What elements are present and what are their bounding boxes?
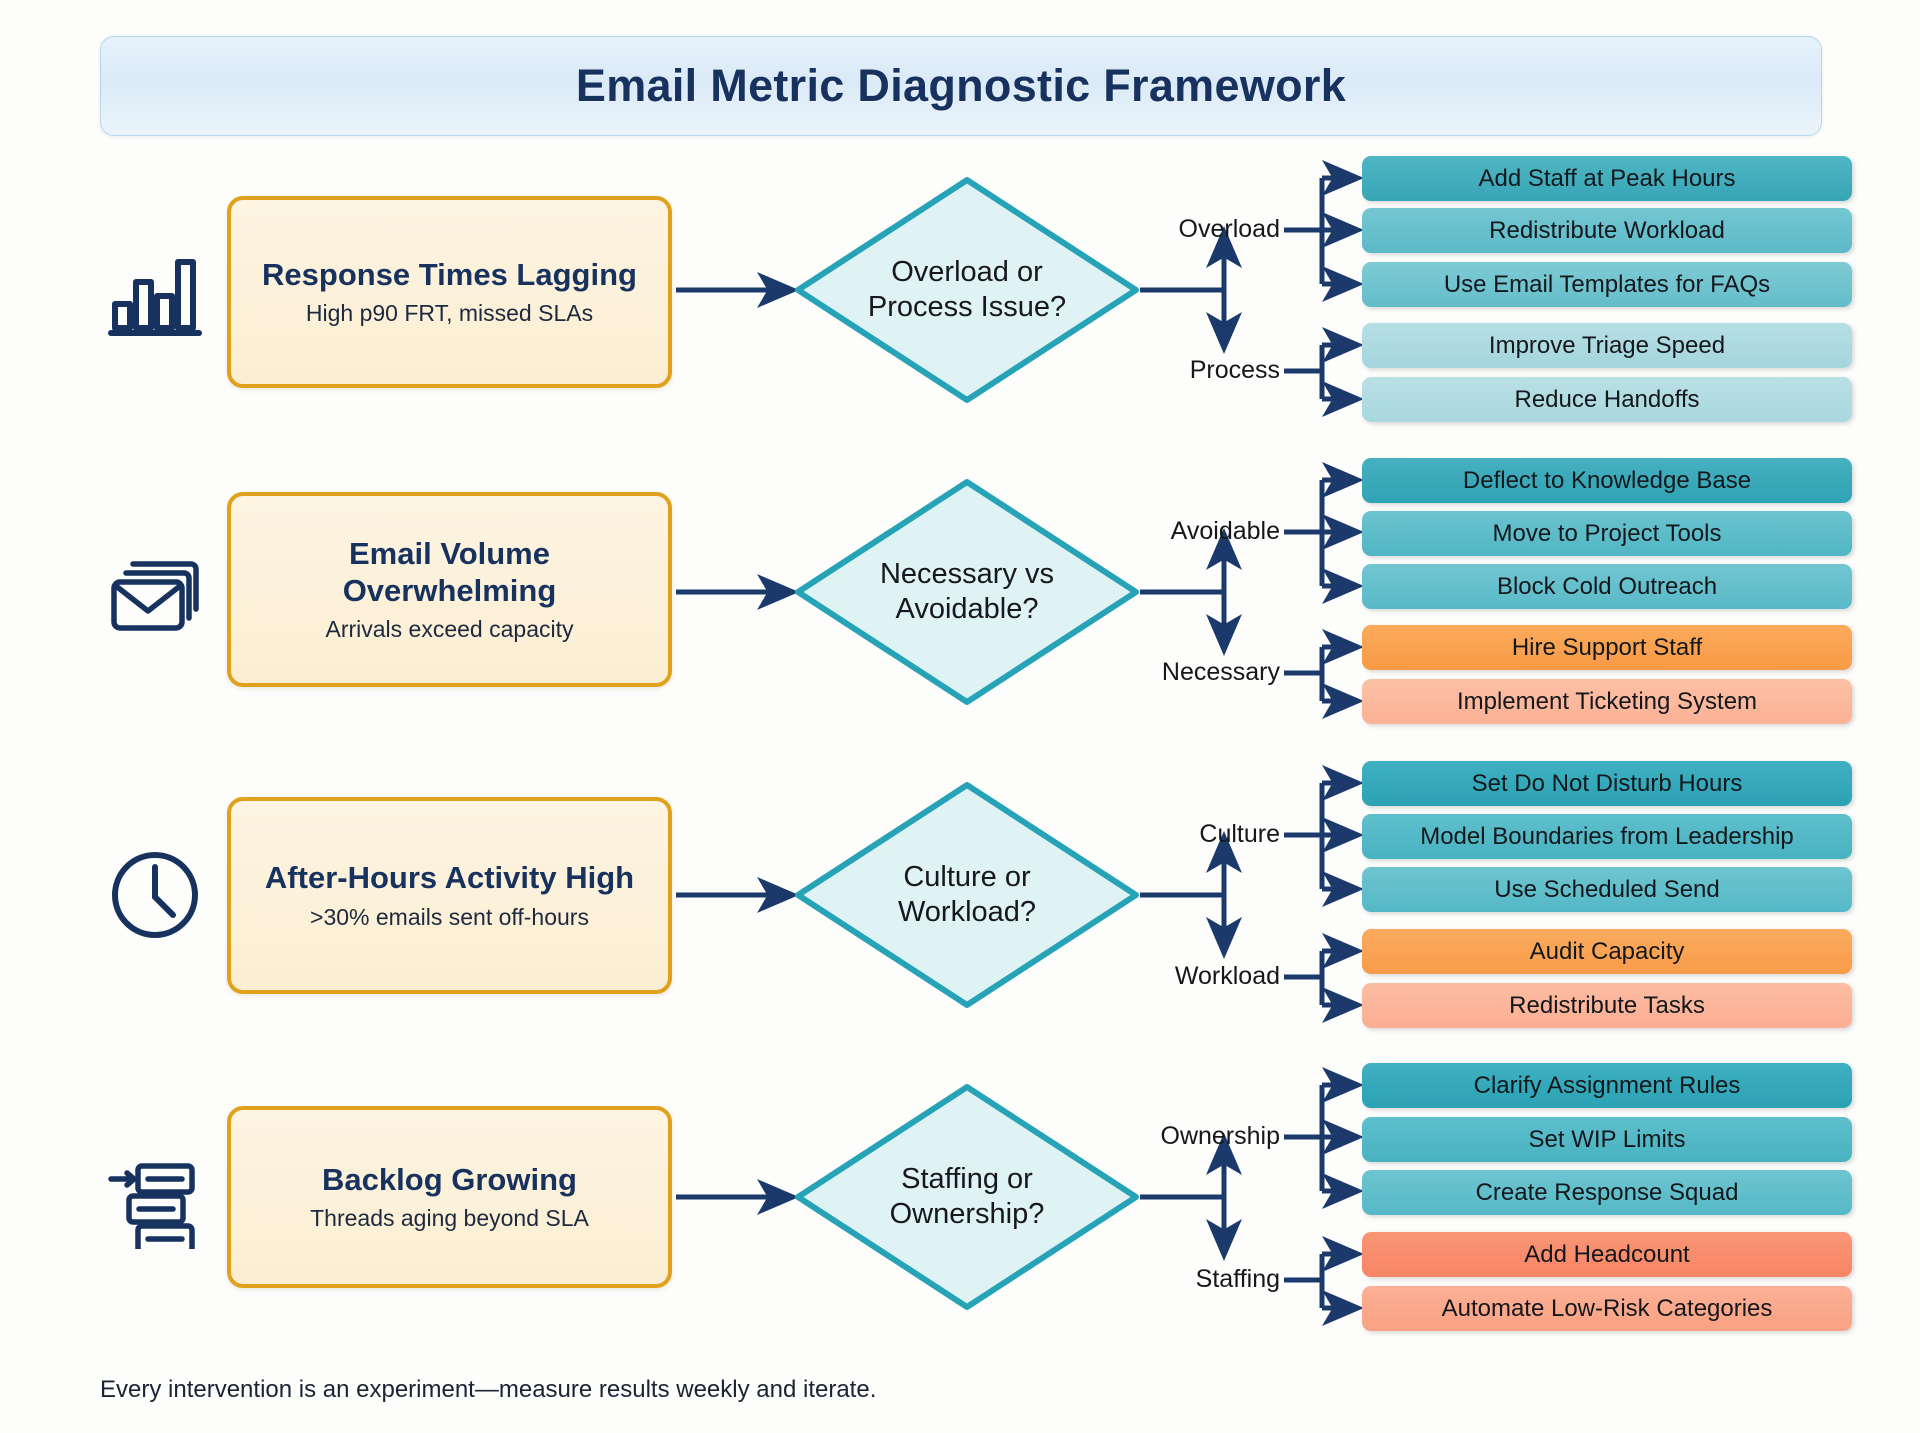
action-chip[interactable]: Redistribute Workload	[1362, 208, 1852, 253]
action-chip[interactable]: Clarify Assignment Rules	[1362, 1063, 1852, 1108]
problem-box-email-volume[interactable]: Email Volume Overwhelming Arrivals excee…	[227, 492, 672, 687]
action-chip[interactable]: Audit Capacity	[1362, 929, 1852, 974]
branch-label-ownership: Ownership	[1160, 1122, 1281, 1150]
action-chip[interactable]: Deflect to Knowledge Base	[1362, 458, 1852, 503]
action-chip[interactable]: Model Boundaries from Leadership	[1362, 814, 1852, 859]
action-chip[interactable]: Add Headcount	[1362, 1232, 1852, 1277]
action-chip[interactable]: Move to Project Tools	[1362, 511, 1852, 556]
queue-stack-icon	[95, 1137, 215, 1257]
problem-subtitle: >30% emails sent off-hours	[310, 903, 589, 930]
branch-label-avoidable: Avoidable	[1170, 517, 1280, 545]
action-chip[interactable]: Use Scheduled Send	[1362, 867, 1852, 912]
problem-box-backlog[interactable]: Backlog Growing Threads aging beyond SLA	[227, 1106, 672, 1288]
action-chip[interactable]: Set WIP Limits	[1362, 1117, 1852, 1162]
problem-box-response-times[interactable]: Response Times Lagging High p90 FRT, mis…	[227, 196, 672, 388]
title-banner: Email Metric Diagnostic Framework	[100, 36, 1822, 136]
action-chip[interactable]: Automate Low-Risk Categories	[1362, 1286, 1852, 1331]
branch-label-workload: Workload	[1174, 962, 1280, 990]
problem-subtitle: High p90 FRT, missed SLAs	[305, 300, 594, 327]
action-chip[interactable]: Create Response Squad	[1362, 1170, 1852, 1215]
problem-subtitle: Threads aging beyond SLA	[310, 1205, 589, 1232]
problem-title: Backlog Growing	[322, 1161, 577, 1197]
branch-label-culture: Culture	[1199, 820, 1280, 848]
action-chip[interactable]: Implement Ticketing System	[1362, 679, 1852, 724]
problem-title: Response Times Lagging	[262, 256, 637, 292]
branch-label-staffing: Staffing	[1195, 1265, 1280, 1293]
branch-label-overload: Overload	[1178, 215, 1280, 243]
action-chip[interactable]: Hire Support Staff	[1362, 625, 1852, 670]
action-chip[interactable]: Use Email Templates for FAQs	[1362, 262, 1852, 307]
action-chip[interactable]: Block Cold Outreach	[1362, 564, 1852, 609]
page-title: Email Metric Diagnostic Framework	[575, 60, 1347, 111]
problem-subtitle: Arrivals exceed capacity	[325, 615, 574, 642]
problem-title: After-Hours Activity High	[264, 860, 635, 896]
footer-note: Every intervention is an experiment—meas…	[100, 1376, 877, 1403]
problem-box-after-hours[interactable]: After-Hours Activity High >30% emails se…	[227, 797, 672, 994]
action-chip[interactable]: Reduce Handoffs	[1362, 377, 1852, 422]
action-chip[interactable]: Improve Triage Speed	[1362, 323, 1852, 368]
branch-label-process: Process	[1189, 356, 1280, 384]
action-chip[interactable]: Redistribute Tasks	[1362, 983, 1852, 1028]
branch-label-necessary: Necessary	[1161, 658, 1280, 686]
action-chip[interactable]: Set Do Not Disturb Hours	[1362, 761, 1852, 806]
stacked-envelopes-icon	[95, 532, 215, 652]
clock-icon	[95, 835, 215, 955]
bar-chart-icon	[95, 230, 215, 350]
action-chip[interactable]: Add Staff at Peak Hours	[1362, 156, 1852, 201]
problem-title: Email Volume Overwhelming	[342, 536, 557, 608]
